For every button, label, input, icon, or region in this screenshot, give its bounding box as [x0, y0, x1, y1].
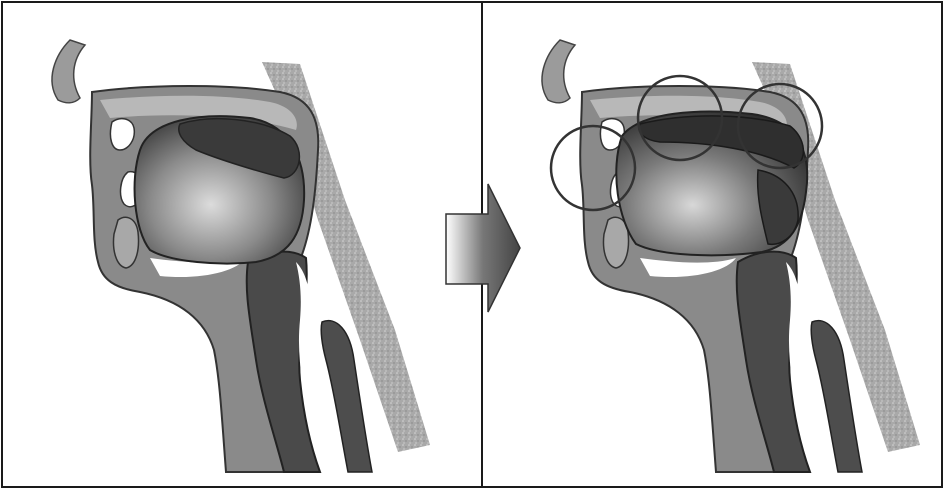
figure	[0, 0, 944, 489]
tongue-diagram-svg	[0, 0, 944, 489]
